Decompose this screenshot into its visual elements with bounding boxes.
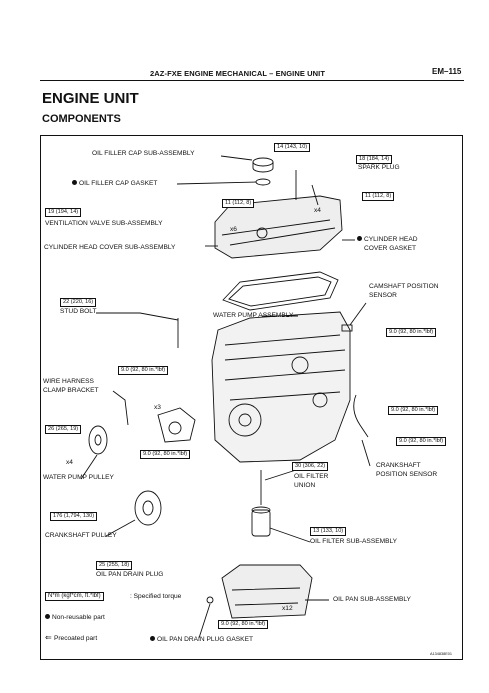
torque-filler: 14 (143, 10)	[274, 143, 311, 152]
page-number: EM–115	[432, 67, 462, 76]
section-title: ENGINE UNIT	[42, 90, 139, 107]
torque-crank-pulley: 176 (1,794, 130)	[50, 512, 98, 521]
torque-oil-pan-bolt: 9.0 (92, 80 in.*lbf)	[218, 620, 269, 629]
count-x3: x3	[154, 404, 161, 411]
running-header: 2AZ-FXE ENGINE MECHANICAL – ENGINE UNIT	[150, 69, 326, 78]
label-crankshaft-sensor: CRANKSHAFT	[376, 462, 421, 469]
label-oil-filter-union: OIL FILTER	[294, 473, 329, 480]
torque-cover-right: 11 (112, 8)	[362, 192, 395, 201]
label-stud-bolt: STUD BOLT	[60, 308, 97, 315]
label-oil-pan: OIL PAN SUB-ASSEMBLY	[333, 596, 411, 603]
label-oil-filter-union-2: UNION	[294, 482, 316, 489]
torque-ventilation: 19 (194, 14)	[45, 208, 82, 217]
label-spark-plug: SPARK PLUG	[358, 164, 400, 171]
legend-non-reusable: Non-reusable part	[45, 614, 105, 622]
label-water-pump: WATER PUMP ASSEMBLY	[213, 312, 294, 319]
components-figure-frame	[40, 135, 463, 660]
count-x12: x12	[282, 605, 293, 612]
torque-union: 30 (306, 22)	[292, 462, 329, 471]
torque-crank-right-2: 9.0 (92, 80 in.*lbf)	[396, 437, 447, 446]
label-oil-pan-drain-gasket: OIL PAN DRAIN PLUG GASKET	[150, 636, 253, 644]
label-crankshaft-pulley: CRANKSHAFT PULLEY	[45, 532, 117, 539]
label-wire-harness-2: CLAMP BRACKET	[43, 387, 99, 394]
label-cyl-head-cover-gasket-2: COVER GASKET	[364, 245, 417, 252]
label-oil-filler-cap: OIL FILLER CAP SUB-ASSEMBLY	[92, 150, 195, 157]
torque-crank-right-1: 9.0 (92, 80 in.*lbf)	[388, 406, 439, 415]
non-reusable-dot-icon	[45, 614, 50, 619]
header-rule	[40, 80, 464, 81]
subsection-title: COMPONENTS	[42, 113, 121, 125]
non-reusable-dot-icon	[357, 236, 362, 241]
label-water-pump-pulley: WATER PUMP PULLEY	[43, 474, 114, 481]
torque-pump-bolt: 9.0 (92, 80 in.*lbf)	[140, 450, 191, 459]
count-x4-spark: x4	[314, 207, 321, 214]
torque-spark: 18 (184, 14)	[356, 155, 393, 164]
figure-code: A134838E01	[430, 652, 452, 656]
count-x6: x6	[230, 226, 237, 233]
label-wire-harness: WIRE HARNESS	[43, 378, 94, 385]
torque-camshaft: 9.0 (92, 80 in.*lbf)	[386, 328, 437, 337]
label-ventilation-valve: VENTILATION VALVE SUB-ASSEMBLY	[45, 220, 163, 227]
torque-pulley-bolt: 26 (265, 19)	[45, 425, 82, 434]
legend-precoated: ⇐ Precoated part	[45, 633, 98, 643]
torque-cover-left: 11 (112, 8)	[222, 199, 255, 208]
label-cyl-head-cover: CYLINDER HEAD COVER SUB-ASSEMBLY	[44, 244, 176, 251]
count-x4-pulley: x4	[66, 459, 73, 466]
torque-drain-plug: 25 (255, 18)	[96, 561, 133, 570]
label-camshaft-sensor: CAMSHAFT POSITION	[369, 283, 439, 290]
legend-torque-key: N*m (kgf*cm, ft.*lbf)	[45, 592, 104, 601]
torque-oil-filter: 13 (133, 10)	[310, 527, 347, 536]
non-reusable-dot-icon	[150, 636, 155, 641]
non-reusable-dot-icon	[72, 180, 77, 185]
label-oil-filler-cap-gasket: OIL FILLER CAP GASKET	[72, 180, 157, 188]
label-cyl-head-cover-gasket: CYLINDER HEAD	[357, 236, 418, 244]
torque-stud: 22 (220, 16)	[60, 298, 97, 307]
label-oil-filter: OIL FILTER SUB-ASSEMBLY	[310, 538, 398, 545]
label-camshaft-sensor-2: SENSOR	[369, 292, 397, 299]
torque-bracket: 9.0 (92, 80 in.*lbf)	[118, 366, 169, 375]
precoated-arrow-icon: ⇐	[45, 633, 54, 642]
label-oil-pan-drain-plug: OIL PAN DRAIN PLUG	[96, 571, 164, 578]
legend-torque-desc: : Specified torque	[130, 593, 182, 600]
label-crankshaft-sensor-2: POSITION SENSOR	[376, 471, 438, 478]
